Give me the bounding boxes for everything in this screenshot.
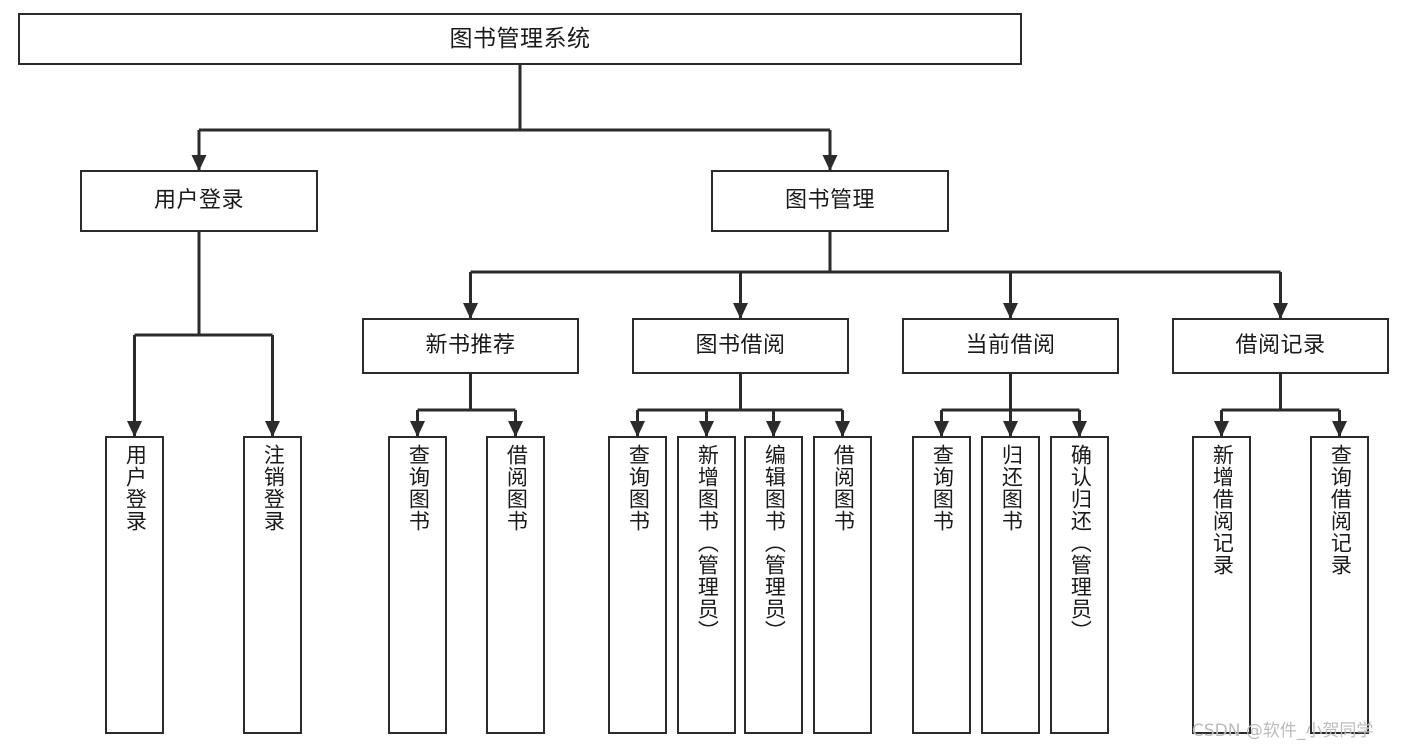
leaf-node-leaf-borrow-add[interactable]: 新增图书（管理员）	[677, 436, 736, 734]
leaf-node-leaf-rec-search[interactable]: 查询借阅记录	[1310, 436, 1369, 734]
node-label: 图书管理系统	[449, 25, 591, 52]
node-label: 借阅图书	[831, 444, 856, 532]
level2-node-user-login[interactable]: 用户登录	[80, 170, 318, 232]
node-label: 查询图书	[626, 444, 651, 532]
leaf-node-leaf-rec-query[interactable]: 查询图书	[388, 436, 447, 734]
leaf-node-leaf-rec-add[interactable]: 新增借阅记录	[1192, 436, 1251, 734]
leaf-node-leaf-user-login[interactable]: 用户登录	[105, 436, 164, 734]
arrow-head	[410, 421, 425, 437]
node-label: 确认归还（管理员）	[1068, 444, 1093, 642]
arrow-head	[822, 155, 838, 171]
node-label: 新书推荐	[425, 333, 516, 359]
node-label: 新增图书（管理员）	[695, 444, 720, 642]
node-label: 编辑图书（管理员）	[762, 444, 787, 642]
arrow-head	[127, 421, 142, 437]
arrow-head	[265, 421, 280, 437]
node-label: 查询图书	[406, 444, 431, 532]
watermark: CSDN @软件_小贺同学	[1192, 721, 1374, 741]
arrow-head	[463, 303, 478, 319]
leaf-node-leaf-borrow-edit[interactable]: 编辑图书（管理员）	[744, 436, 803, 734]
arrow-head	[1003, 303, 1018, 319]
level3-node-book-borrow[interactable]: 图书借阅	[632, 318, 849, 374]
arrow-head	[699, 421, 714, 437]
root-node[interactable]: 图书管理系统	[18, 13, 1022, 65]
arrow-head	[934, 421, 949, 437]
leaf-node-leaf-user-logout[interactable]: 注销登录	[243, 436, 302, 734]
arrow-head	[191, 155, 207, 171]
node-label: 借阅图书	[504, 444, 529, 532]
node-label: 用户登录	[123, 444, 148, 532]
arrow-head	[630, 421, 645, 437]
node-label: 图书借阅	[695, 333, 786, 359]
arrow-head	[508, 421, 523, 437]
leaf-node-leaf-rec-borrow[interactable]: 借阅图书	[486, 436, 545, 734]
node-label: 查询图书	[930, 444, 955, 532]
arrow-head	[1273, 303, 1288, 319]
leaf-node-leaf-borrow-lend[interactable]: 借阅图书	[813, 436, 872, 734]
arrow-head	[1332, 421, 1347, 437]
node-label: 当前借阅	[965, 333, 1056, 359]
level2-node-book-manage[interactable]: 图书管理	[711, 170, 949, 232]
leaf-node-leaf-cur-return[interactable]: 归还图书	[981, 436, 1040, 734]
leaf-node-leaf-borrow-query[interactable]: 查询图书	[608, 436, 667, 734]
arrow-head	[733, 303, 748, 319]
node-label: 借阅记录	[1235, 333, 1326, 359]
arrow-head	[835, 421, 850, 437]
node-label: 新增借阅记录	[1210, 444, 1235, 576]
level3-node-new-book-rec[interactable]: 新书推荐	[362, 318, 579, 374]
node-label: 查询借阅记录	[1328, 444, 1353, 576]
arrow-head	[766, 421, 781, 437]
leaf-node-leaf-cur-query[interactable]: 查询图书	[912, 436, 971, 734]
node-label: 用户登录	[153, 188, 244, 214]
level3-node-borrow-record[interactable]: 借阅记录	[1172, 318, 1389, 374]
node-label: 注销登录	[261, 444, 286, 532]
arrow-head	[1072, 421, 1087, 437]
node-label: 图书管理	[784, 188, 875, 214]
level3-node-current-borrow[interactable]: 当前借阅	[902, 318, 1119, 374]
arrow-head	[1003, 421, 1018, 437]
leaf-node-leaf-cur-confirm[interactable]: 确认归还（管理员）	[1050, 436, 1109, 734]
arrow-head	[1214, 421, 1229, 437]
node-label: 归还图书	[999, 444, 1024, 532]
